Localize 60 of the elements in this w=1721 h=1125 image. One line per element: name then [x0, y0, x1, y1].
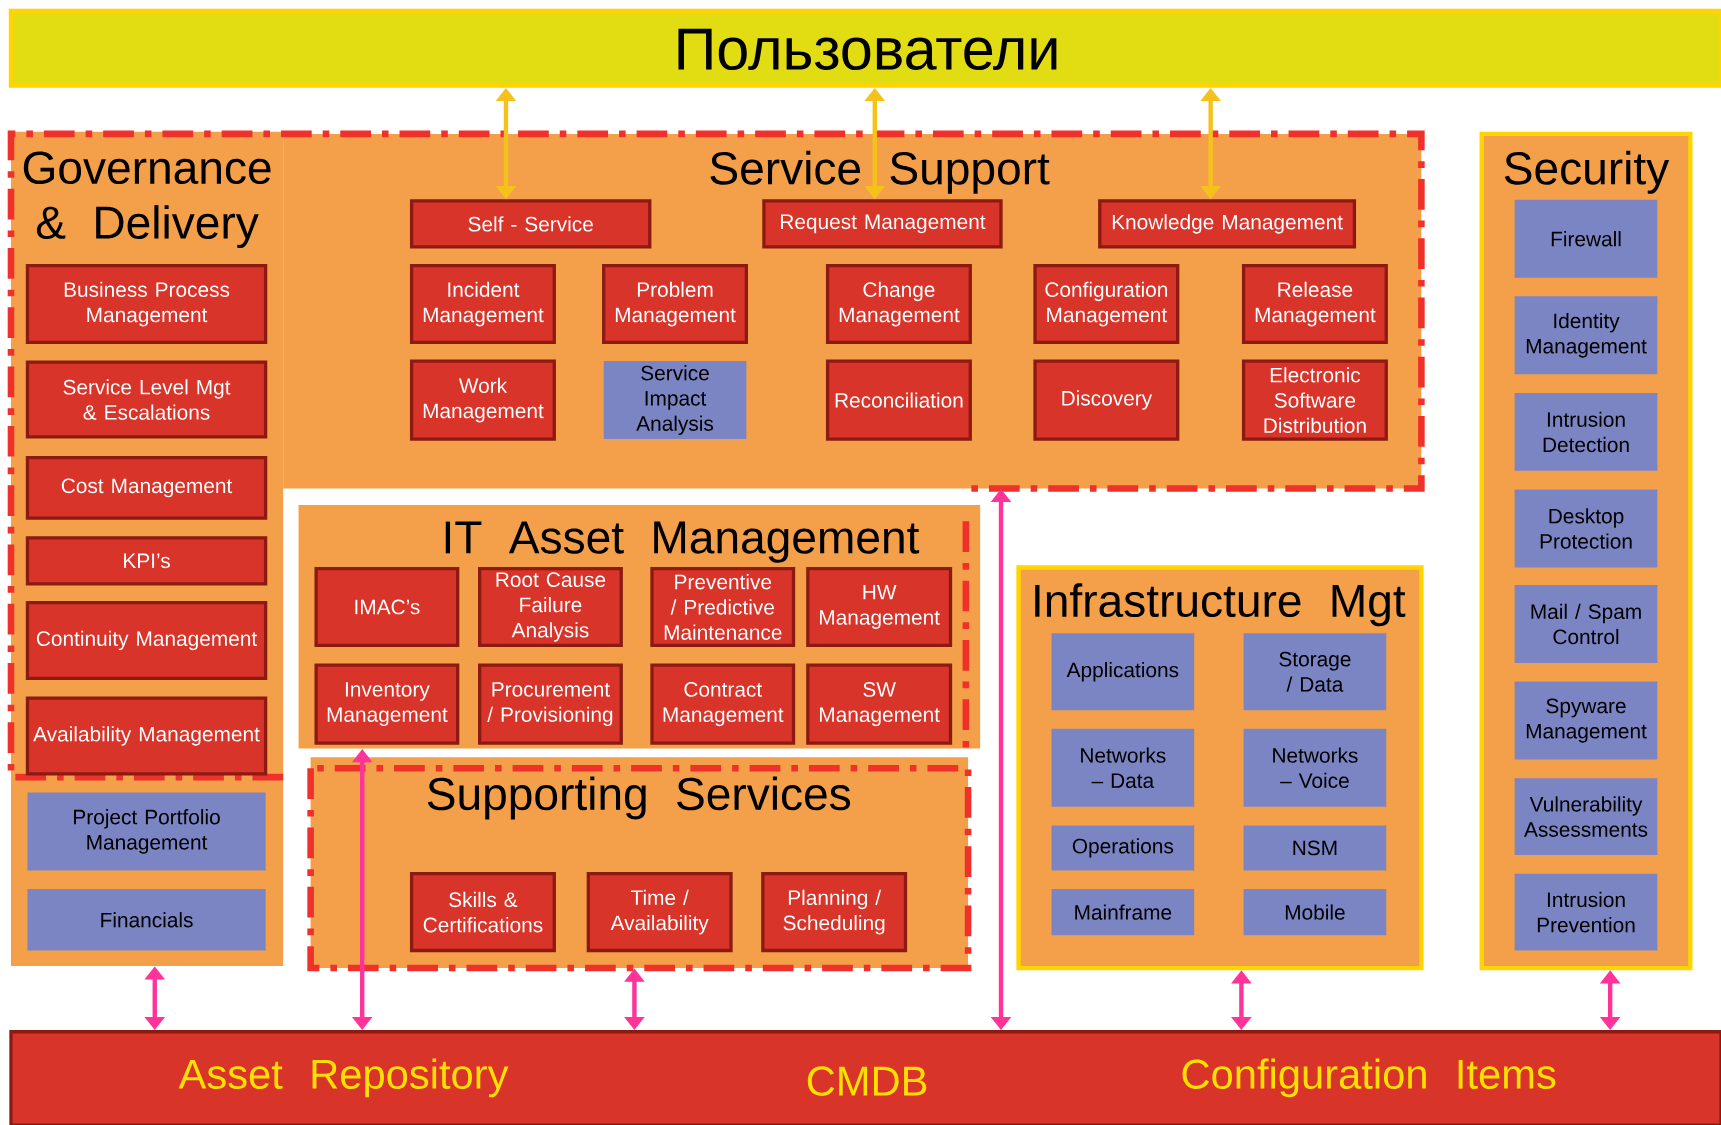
process-box: Root Cause Failure Analysis: [478, 566, 623, 648]
panel-title: IT Asset Management: [445, 521, 920, 563]
process-box: Service Level Mgt & Escalations: [25, 360, 268, 439]
process-box: Electronic Software Distribution: [1241, 359, 1388, 441]
process-box: Self - Service: [409, 199, 652, 249]
process-box: Spyware Management: [1514, 681, 1658, 760]
process-box: Preventive / Predictive Maintenance: [650, 566, 796, 648]
process-box: Continuity Management: [25, 600, 268, 680]
process-box: Identity Management: [1514, 296, 1658, 375]
process-box: Intrusion Detection: [1514, 392, 1658, 471]
process-box: Problem Management: [602, 264, 748, 345]
process-box: Vulnerability Assessments: [1514, 778, 1658, 856]
process-box: Firewall: [1514, 199, 1658, 278]
process-box: Storage / Data: [1243, 633, 1387, 711]
process-box: Networks – Data: [1051, 728, 1195, 807]
process-box: Business Process Management: [25, 264, 268, 345]
panel-title: Supporting Services: [427, 776, 851, 820]
process-box: Release Management: [1241, 264, 1388, 345]
banner: [8, 8, 1721, 88]
process-box: Availability Management: [25, 696, 268, 776]
process-box: Financials: [27, 889, 266, 951]
banner-label: Configuration Items: [1182, 1058, 1556, 1098]
process-box: Incident Management: [409, 264, 556, 345]
process-box: Mobile: [1243, 889, 1387, 936]
process-box: Time / Availability: [586, 872, 733, 953]
process-box: Project Portfolio Management: [27, 792, 266, 871]
process-box: Intrusion Prevention: [1514, 873, 1658, 951]
banner-title: Пользователи: [678, 28, 1057, 71]
process-box: Inventory Management: [314, 663, 460, 745]
process-box: Planning / Scheduling: [761, 872, 908, 953]
process-box: Skills & Certifications: [409, 872, 556, 953]
process-box: Knowledge Management: [1098, 199, 1357, 249]
panel-title: Service Support: [710, 150, 1050, 194]
banner-label: Asset Repository: [178, 1058, 509, 1098]
process-box: SW Management: [806, 663, 953, 745]
process-box: Networks – Voice: [1243, 728, 1387, 807]
process-box: IMAC’s: [314, 566, 460, 648]
panel-title: Infrastructure Mgt: [1035, 583, 1406, 627]
process-box: Work Management: [409, 359, 556, 441]
process-box: Change Management: [825, 264, 972, 345]
process-box: Mainframe: [1051, 889, 1195, 936]
process-box: HW Management: [806, 566, 953, 648]
process-box: Cost Management: [25, 456, 268, 520]
process-box: Service Impact Analysis: [603, 361, 747, 440]
banner: [9, 1030, 1721, 1125]
process-box: Discovery: [1033, 359, 1180, 441]
process-box: Applications: [1051, 633, 1195, 711]
process-box: Operations: [1051, 825, 1195, 871]
process-box: Mail / Spam Control: [1514, 585, 1658, 663]
process-box: KPI’s: [25, 536, 268, 586]
panel-title: Security: [1504, 150, 1670, 194]
process-box: Request Management: [762, 199, 1003, 249]
panel-title: Governance & Delivery: [23, 151, 271, 249]
process-box: Reconciliation: [825, 359, 972, 441]
process-box: Configuration Management: [1033, 264, 1180, 345]
process-box: Procurement / Provisioning: [478, 663, 623, 745]
process-box: NSM: [1243, 825, 1387, 871]
process-box: Contract Management: [650, 663, 796, 745]
banner-label: CMDB: [807, 1066, 927, 1096]
process-box: Desktop Protection: [1514, 489, 1658, 568]
